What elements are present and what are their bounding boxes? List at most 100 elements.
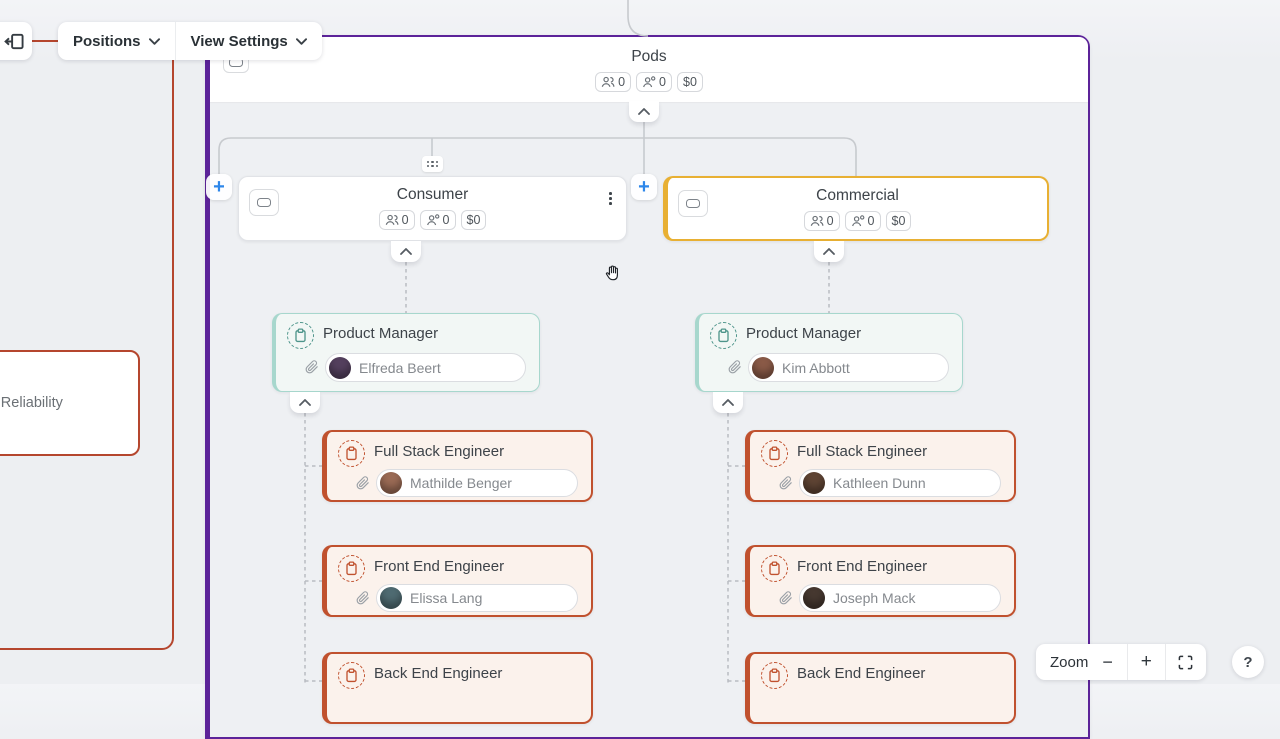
- consumer-collapse-button[interactable]: [391, 241, 421, 262]
- pods-group-header[interactable]: Pods 0 0 $0: [210, 37, 1088, 103]
- open-roles-count: 0: [442, 213, 450, 227]
- product-manager-collapse-button[interactable]: [713, 392, 743, 413]
- plus-icon: +: [1140, 651, 1152, 672]
- budget-value: $0: [466, 213, 481, 227]
- people-count: 0: [826, 214, 834, 228]
- position-card-product-manager[interactable]: Product Manager Elfreda Beert: [272, 313, 540, 392]
- view-settings-menu-label: View Settings: [190, 32, 288, 50]
- people-icon: [810, 215, 824, 227]
- name-tag-icon: [686, 199, 700, 208]
- zoom-label: Zoom: [1050, 653, 1089, 671]
- position-clipboard-icon: [338, 555, 365, 582]
- person-name: Joseph Mack: [833, 590, 916, 606]
- group-card-commercial[interactable]: Commercial 0 0 $0: [663, 176, 1049, 241]
- position-title: Front End Engineer: [374, 558, 505, 575]
- position-title: Full Stack Engineer: [797, 443, 928, 460]
- open-roles-badge[interactable]: 0: [419, 210, 456, 230]
- canvas-toolbar: Positions View Settings: [58, 22, 322, 60]
- group-title: Pods: [631, 48, 667, 65]
- open-roles-count: 0: [867, 214, 875, 228]
- paperclip-icon: [779, 591, 793, 605]
- open-roles-badge[interactable]: 0: [844, 211, 881, 231]
- people-icon: [601, 76, 615, 88]
- add-group-button-middle[interactable]: +: [631, 174, 657, 200]
- person-name: Elfreda Beert: [359, 359, 441, 376]
- open-roles-badge[interactable]: 0: [636, 72, 672, 92]
- avatar: [803, 587, 825, 609]
- position-card-full-stack-engineer[interactable]: Full Stack Engineer Kathleen Dunn: [745, 430, 1016, 502]
- person-pill[interactable]: Joseph Mack: [799, 584, 1001, 612]
- open-role-icon: [851, 215, 864, 227]
- chevron-up-icon: [722, 399, 734, 406]
- paperclip-icon: [356, 476, 370, 490]
- open-role-icon: [643, 76, 656, 88]
- sidebar-toggle-button[interactable]: [0, 22, 32, 60]
- paperclip-icon: [356, 591, 370, 605]
- group-card-consumer[interactable]: Consumer 0 0 $0: [238, 176, 627, 241]
- open-roles-count: 0: [659, 75, 666, 89]
- engineering-group-outline: [0, 40, 174, 650]
- position-title: Full Stack Engineer: [374, 443, 505, 460]
- position-title: Product Manager: [323, 325, 439, 342]
- person-name: Kim Abbott: [782, 359, 850, 376]
- position-title: Back End Engineer: [797, 665, 926, 682]
- person-pill[interactable]: Kathleen Dunn: [799, 469, 1001, 497]
- view-settings-menu-button[interactable]: View Settings: [174, 22, 322, 60]
- chevron-up-icon: [400, 248, 412, 255]
- position-clipboard-icon: [761, 440, 788, 467]
- group-tag-icon[interactable]: [678, 190, 708, 217]
- commercial-collapse-button[interactable]: [814, 241, 844, 262]
- open-role-icon: [426, 214, 439, 226]
- person-name: Elissa Lang: [410, 590, 483, 606]
- position-clipboard-icon: [761, 555, 788, 582]
- position-clipboard-icon: [710, 322, 737, 349]
- drag-handle-icon[interactable]: [422, 156, 443, 172]
- person-pill[interactable]: Mathilde Benger: [376, 469, 578, 497]
- chevron-down-icon: [295, 37, 307, 45]
- person-pill[interactable]: Kim Abbott: [748, 353, 949, 382]
- budget-value: $0: [891, 214, 906, 228]
- paperclip-icon: [728, 360, 742, 374]
- people-count-badge[interactable]: 0: [595, 72, 632, 92]
- paperclip-icon: [779, 476, 793, 490]
- person-pill[interactable]: Elfreda Beert: [325, 353, 526, 382]
- budget-badge[interactable]: $0: [460, 210, 487, 230]
- help-button[interactable]: ?: [1232, 646, 1264, 678]
- budget-badge[interactable]: $0: [885, 211, 912, 231]
- product-manager-collapse-button[interactable]: [290, 392, 320, 413]
- position-clipboard-icon: [761, 662, 788, 689]
- chevron-up-icon: [638, 108, 650, 115]
- position-card-front-end-engineer[interactable]: Front End Engineer Joseph Mack: [745, 545, 1016, 617]
- position-card-back-end-engineer[interactable]: Back End Engineer: [322, 652, 593, 724]
- name-tag-icon: [257, 198, 271, 207]
- positions-menu-button[interactable]: Positions: [58, 22, 175, 60]
- minus-icon: −: [1102, 651, 1113, 672]
- help-label: ?: [1243, 653, 1253, 671]
- position-card-front-end-engineer[interactable]: Front End Engineer Elissa Lang: [322, 545, 593, 617]
- add-group-button-left[interactable]: +: [206, 174, 232, 200]
- group-tag-icon[interactable]: [249, 189, 279, 216]
- fullscreen-icon: [1179, 655, 1193, 669]
- people-count-badge[interactable]: 0: [378, 210, 415, 230]
- fit-to-screen-button[interactable]: [1164, 644, 1206, 680]
- position-clipboard-icon: [338, 662, 365, 689]
- avatar: [752, 356, 774, 379]
- avatar: [380, 472, 402, 494]
- site-reliability-card[interactable]: e & Site Reliability: [0, 350, 140, 456]
- position-card-full-stack-engineer[interactable]: Full Stack Engineer Mathilde Benger: [322, 430, 593, 502]
- zoom-controls: Zoom − +: [1036, 644, 1206, 680]
- zoom-out-button[interactable]: Zoom −: [1036, 644, 1127, 680]
- people-count-badge[interactable]: 0: [803, 211, 840, 231]
- people-count: 0: [401, 213, 409, 227]
- budget-badge[interactable]: $0: [677, 72, 703, 92]
- position-title: Back End Engineer: [374, 665, 503, 682]
- person-pill[interactable]: Elissa Lang: [376, 584, 578, 612]
- collapse-panel-icon: [4, 33, 24, 49]
- pods-collapse-button[interactable]: [629, 101, 659, 122]
- avatar: [380, 587, 402, 609]
- position-card-back-end-engineer[interactable]: Back End Engineer: [745, 652, 1016, 724]
- position-card-product-manager[interactable]: Product Manager Kim Abbott: [695, 313, 963, 392]
- zoom-in-button[interactable]: +: [1126, 644, 1165, 680]
- kebab-menu-icon[interactable]: [609, 192, 612, 205]
